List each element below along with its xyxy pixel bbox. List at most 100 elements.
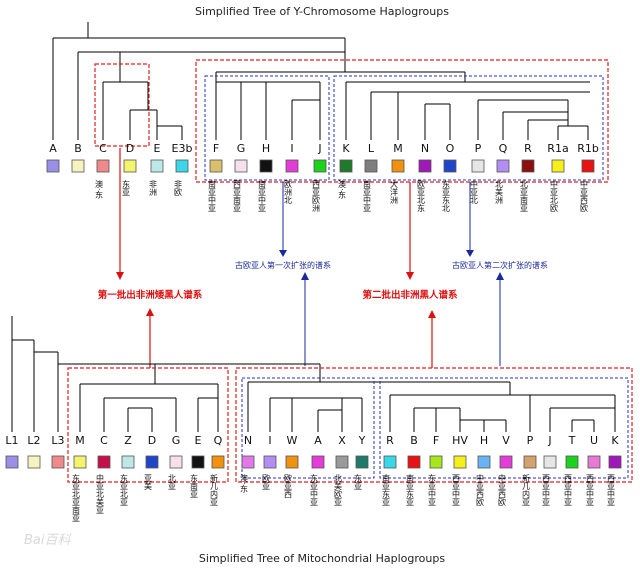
mt-swatch-x [335,455,349,469]
y-region-d: 东亚 [122,179,131,196]
mt-swatch-a [311,455,325,469]
mt-swatch-l2 [27,455,41,469]
y-swatch-h [259,159,273,173]
mt-label-n: N [244,434,252,447]
y-region-r: 北亚南亚 [520,180,529,212]
mt-region-m: 东亚北亚南亚 [72,473,81,522]
mt-swatch-p [523,455,537,469]
mt-swatch-g [169,455,183,469]
mt-swatch-u [587,455,601,469]
y-region-r1b: 中亚西欧 [580,179,589,213]
y-swatch-d [123,159,137,173]
mt-swatch-e [191,455,205,469]
mt-swatch-z [121,455,135,469]
y-swatch-q [496,159,510,173]
mt-label-f: F [433,434,439,447]
mt-label-j: J [547,434,551,447]
mt-swatch-r [383,455,397,469]
mt-swatch-l3 [51,455,65,469]
mt-swatch-k [608,455,622,469]
y-label-n: N [421,142,429,155]
y-swatch-b [71,159,85,173]
mt-label-h: H [480,434,488,447]
y-region-g: 西亚南亚 [233,180,242,212]
watermark-logo: Bai百科 [24,533,71,548]
y-region-p: 中亚北 [470,179,479,205]
mt-swatch-v [499,455,513,469]
y-region-e3b: 非欧 [174,179,183,197]
y-label-h: H [262,142,270,155]
mt-region-b: 南亚东亚 [406,473,415,506]
y-swatch-r1b [581,159,595,173]
y-label-o: O [446,142,455,155]
mt-region-j: 西亚中亚 [542,474,551,506]
mt-region-k: 西亚中亚 [607,474,616,506]
y-swatch-g [234,159,248,173]
mt-swatch-d [145,455,159,469]
mt-region-p: 新几内亚 [522,473,531,506]
y-label-d: D [126,142,134,155]
y-region-m: 大洋洲 [390,179,399,204]
mt-region-q: 新几内亚 [210,473,219,506]
mt-label-b: B [410,434,418,447]
y-label-e: E [154,142,161,155]
y-label-k: K [342,142,350,155]
y-tree-branches [52,22,590,140]
mt-label-c: C [100,434,108,447]
mt-tree-groupings [67,367,633,483]
eurasian-second-label: 古欧亚人第二次扩张的谱系 [452,260,548,270]
mt-label-v: V [502,434,510,447]
y-label-f: F [213,142,219,155]
y-region-j: 西亚欧洲 [312,180,321,212]
mt-label-z: Z [124,434,132,447]
y-swatch-e3b [175,159,189,173]
y-swatch-o [443,159,457,173]
mt-label-l2: L2 [27,434,40,447]
mt-tree-title: Simplified Tree of Mitochondrial Haplogr… [199,552,445,565]
mt-region-t: 西亚中亚 [564,474,573,506]
y-tree-groupings [94,59,609,183]
y-label-b: B [74,142,82,155]
y-label-r1a: R1a [547,142,568,155]
y-region-n: 欧亚北东 [417,179,426,212]
y-region-h: 南亚中亚 [258,179,267,212]
y-swatch-f [209,159,223,173]
mt-region-x: 北美欧亚 [334,474,343,506]
mt-label-a: A [314,434,322,447]
mt-swatch-q [211,455,225,469]
mt-label-r: R [386,434,394,447]
mt-swatch-hv [453,455,467,469]
mt-region-n: 澳·东 [240,473,249,493]
mt-label-d: D [148,434,156,447]
mt-label-y: Y [358,434,366,447]
y-swatch-p [471,159,485,173]
mt-label-l1: L1 [5,434,18,447]
y-region-c: 澳·东 [95,179,104,199]
mt-region-g: 北亚 [168,474,177,490]
y-label-i: I [290,142,293,155]
mt-label-hv: HV [452,434,468,447]
mt-label-l3: L3 [51,434,64,447]
eurasian-first-label: 古欧亚人第一次扩张的谱系 [235,260,331,270]
mt-label-q: Q [214,434,223,447]
mt-region-a: 东亚中亚 [310,473,319,506]
y-label-m: M [393,142,403,155]
mt-swatch-t [565,455,579,469]
y-label-c: C [99,142,107,155]
y-label-p: P [475,142,482,155]
y-region-r1a: 中亚北欧 [550,179,559,213]
y-swatch-n [418,159,432,173]
y-tree-arrows [116,148,504,368]
y-tree-title: Simplified Tree of Y-Chromosome Haplogro… [195,5,449,18]
y-region-e: 非洲 [149,179,158,196]
y-swatch-r1a [551,159,565,173]
y-region-q: 北美洲 [495,180,504,204]
mt-label-t: T [568,434,576,447]
mt-swatch-l1 [5,455,19,469]
mt-swatch-m [73,455,87,469]
mt-swatch-c [97,455,111,469]
mt-region-z: 东亚北亚 [120,473,129,506]
second-batch-label: 第二批出非洲黑人谱系 [362,289,458,301]
